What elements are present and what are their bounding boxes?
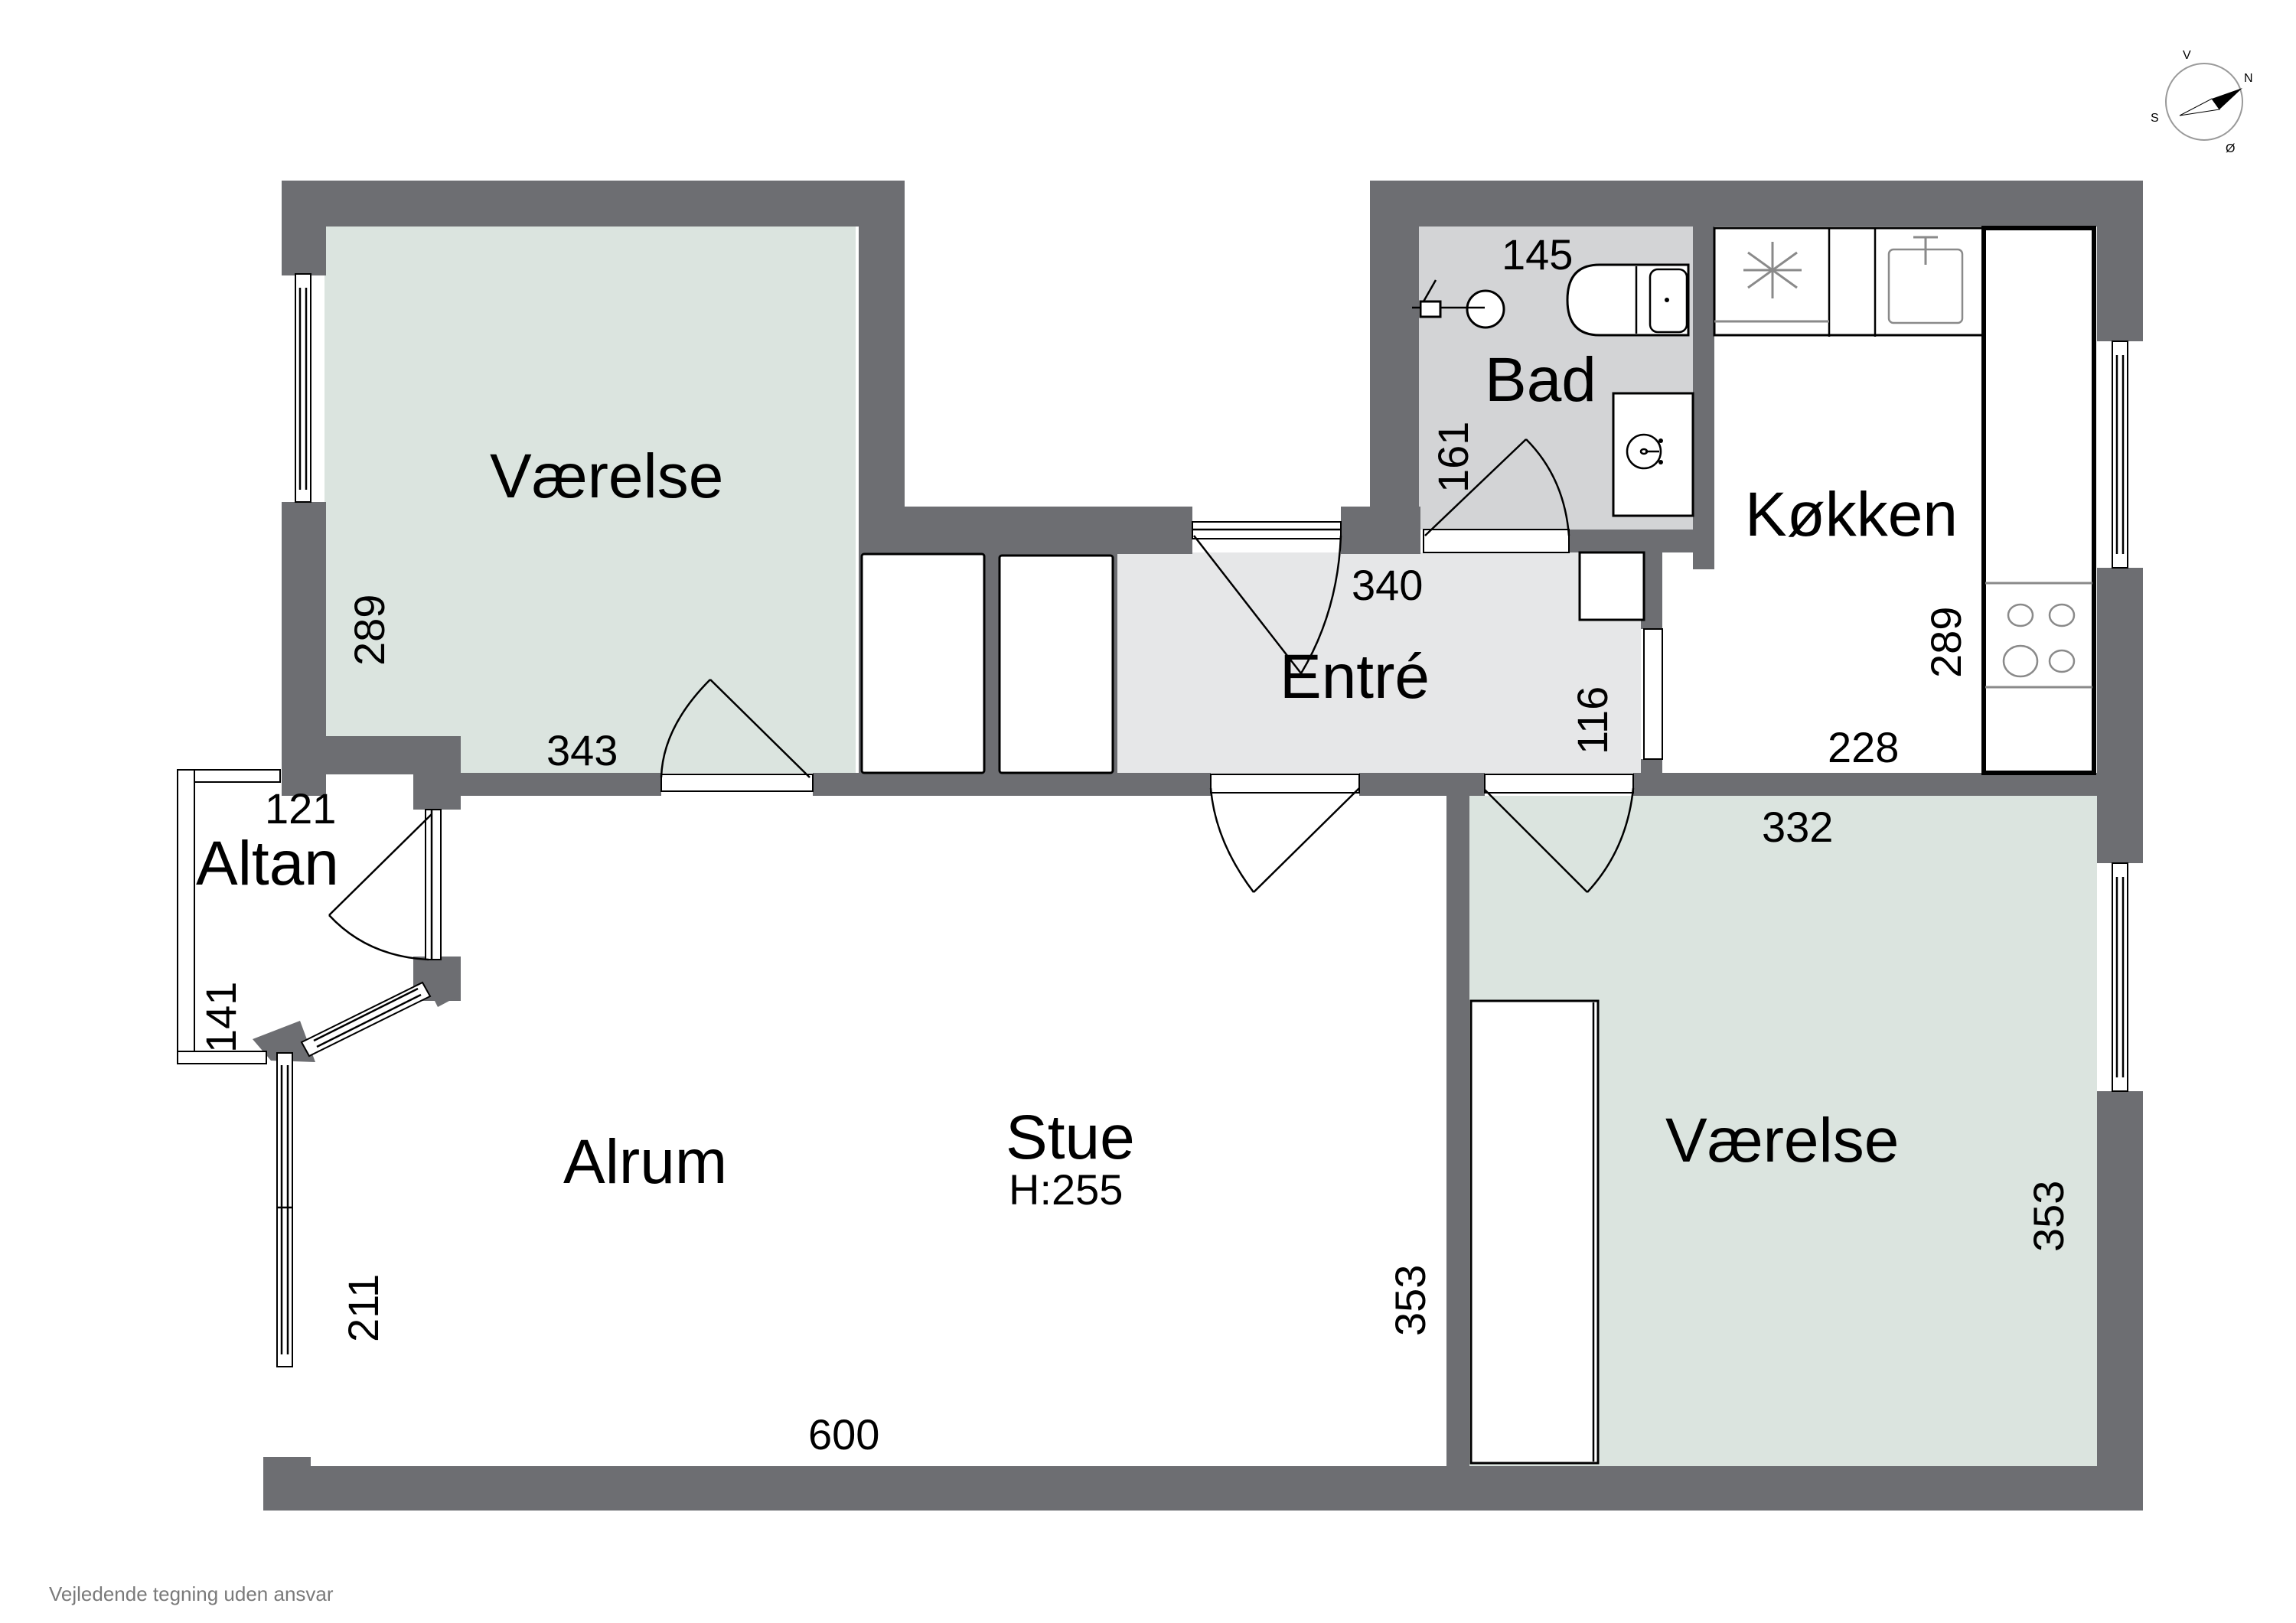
bath-label: Bad <box>1485 345 1596 415</box>
toilet-icon <box>1566 263 1690 337</box>
living-width: 600 <box>808 1410 879 1458</box>
kitchen-height: 289 <box>1922 607 1970 678</box>
wardrobe-1 <box>860 552 986 774</box>
kitchen-label: Køkken <box>1745 480 1958 549</box>
window-bedroom-1 <box>295 273 311 503</box>
kitchen-opening <box>1643 628 1663 760</box>
balcony-door-frame <box>425 809 442 960</box>
family-room-label: Alrum <box>563 1127 727 1197</box>
entry-width: 340 <box>1352 561 1423 609</box>
door-bedroom-1 <box>660 679 814 792</box>
compass-v: V <box>2183 49 2191 62</box>
entry-height: 116 <box>1568 686 1616 754</box>
living-height: 353 <box>1386 1265 1434 1336</box>
door-entry <box>1193 535 1342 674</box>
disclaimer-text: Vejledende tegning uden ansvar <box>49 1582 334 1605</box>
bedroom-1-height: 289 <box>345 595 393 666</box>
compass-s: S <box>2151 112 2159 125</box>
balcony-height: 141 <box>197 982 245 1053</box>
wardrobe-bedroom-2 <box>1469 999 1600 1465</box>
kitchen-counter <box>1713 227 1985 337</box>
bath-sink-icon <box>1612 392 1694 517</box>
kitchen-width: 228 <box>1828 723 1899 771</box>
bath-height: 161 <box>1429 422 1477 493</box>
window-kitchen <box>2112 341 2128 569</box>
door-bedroom-2 <box>1484 774 1635 893</box>
door-bath <box>1423 438 1570 553</box>
bedroom-2-width: 332 <box>1762 803 1833 851</box>
shower-icon <box>1412 279 1505 329</box>
living-floor <box>311 796 1446 1466</box>
living-label: Stue <box>1006 1103 1135 1172</box>
door-balcony <box>328 813 432 961</box>
extractor-fan-icon <box>1743 242 1802 298</box>
window-bedroom-2 <box>2112 862 2128 1092</box>
balcony-railing <box>177 769 281 1064</box>
doors <box>328 438 1663 961</box>
balcony-width: 121 <box>265 784 336 833</box>
living-height-note: H:255 <box>1009 1165 1123 1214</box>
entry-cabinet <box>1578 551 1645 621</box>
bath-width: 145 <box>1502 230 1573 279</box>
bedroom-1-width: 343 <box>546 726 618 774</box>
bedroom-2-height: 353 <box>2024 1181 2073 1252</box>
kitchen-tall-counter <box>1981 226 2096 775</box>
compass-o: Ø <box>2226 142 2235 155</box>
furniture <box>860 226 2096 1465</box>
kitchen-sink-icon <box>1887 236 1964 324</box>
window-living-left <box>276 1052 293 1367</box>
windows <box>276 273 2128 1367</box>
entry-label: Entré <box>1280 642 1430 712</box>
window-angled <box>300 981 432 1058</box>
bedroom-2-label: Værelse <box>1665 1106 1899 1175</box>
living-left-height: 211 <box>339 1274 387 1342</box>
window-entry-top <box>1192 521 1342 539</box>
compass-n: N <box>2244 72 2253 85</box>
wardrobe-2 <box>998 554 1114 774</box>
room-labels: Værelse 343 289 Bad 145 161 Køkken 228 2… <box>196 230 2073 1458</box>
compass-icon: N V S Ø <box>2151 49 2253 155</box>
door-living <box>1209 774 1360 893</box>
bedroom-1-floor <box>325 225 856 773</box>
stove-icon <box>2002 603 2076 678</box>
bedroom-1-label: Værelse <box>490 442 723 511</box>
balcony-label: Altan <box>196 829 339 898</box>
